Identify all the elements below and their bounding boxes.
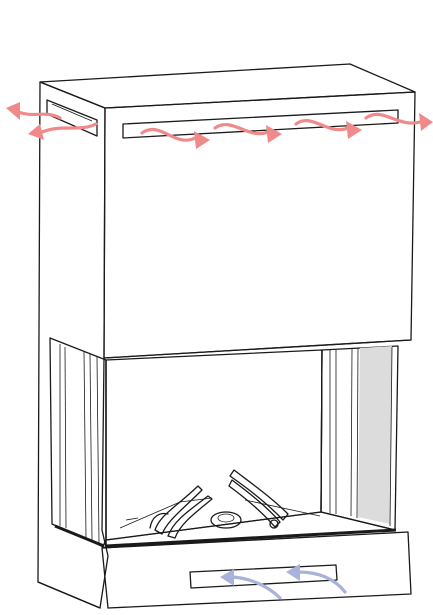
warm-air-arrow: [296, 121, 362, 139]
warm-air-arrow: [215, 125, 282, 143]
cabinet-left-side: [38, 82, 108, 608]
hood: [40, 64, 415, 358]
warm-air-arrow: [142, 129, 210, 149]
warm-air-arrow: [28, 124, 96, 140]
warm-air-arrow: [366, 113, 433, 131]
side-vent-slot: [47, 100, 97, 136]
warm-air-arrow: [6, 102, 60, 120]
